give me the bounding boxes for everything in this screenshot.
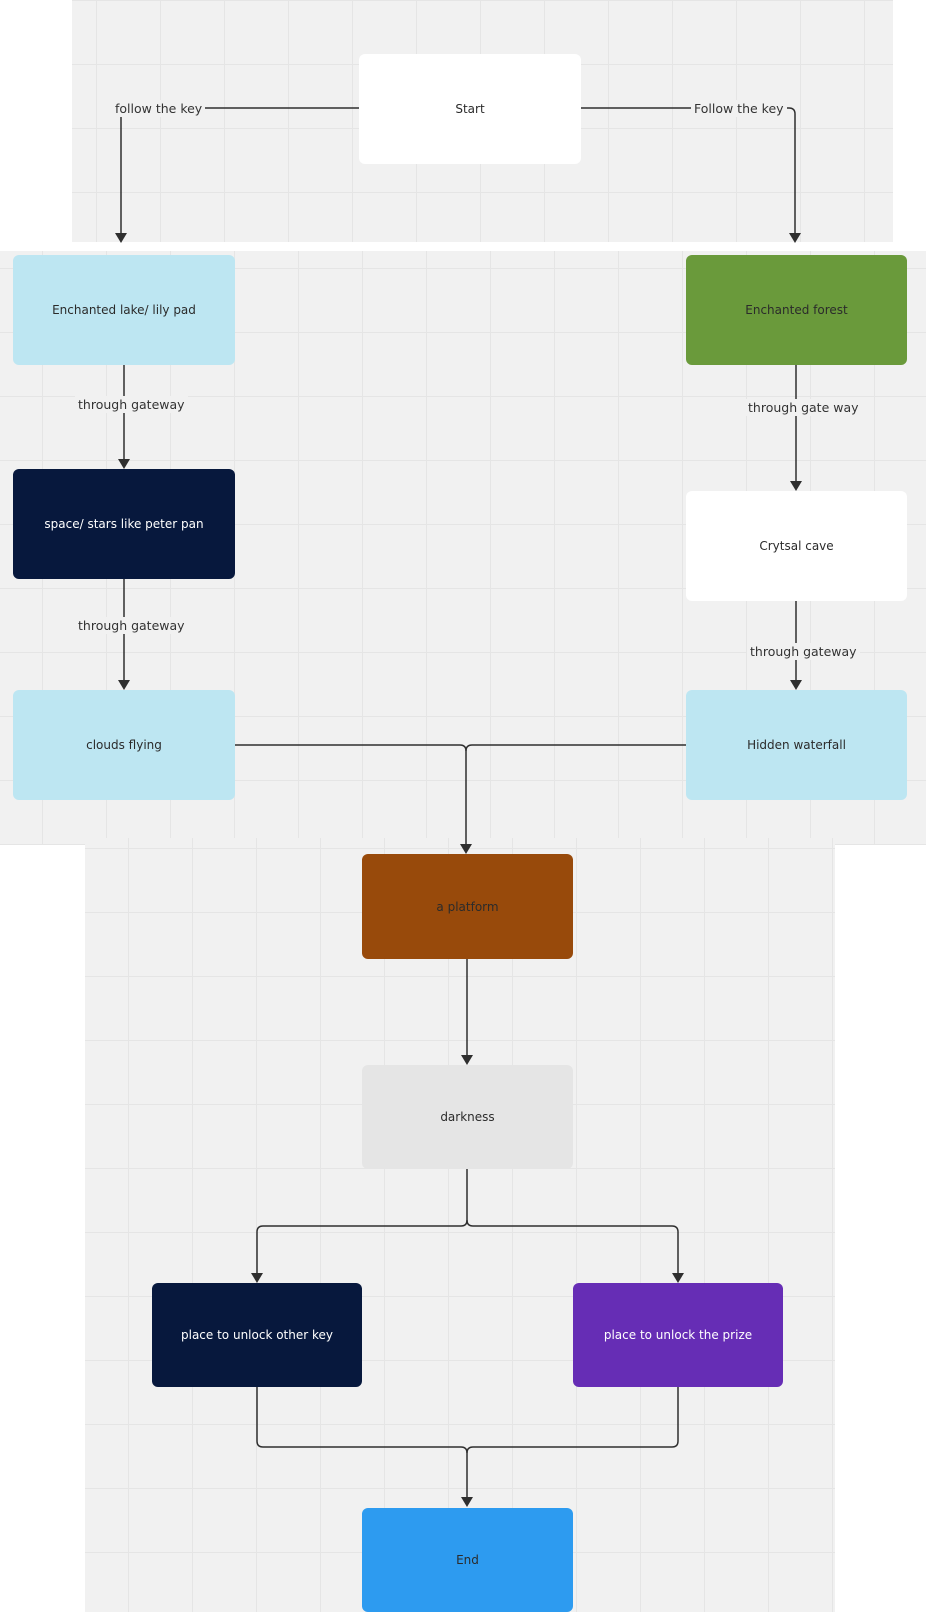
connector-start-forest (581, 107, 796, 233)
node-enchanted-forest[interactable]: Enchanted forest (686, 255, 907, 365)
arrowhead (251, 1273, 263, 1283)
edge-label-lake-space: through gateway (75, 396, 188, 413)
arrowhead (460, 844, 472, 854)
node-start[interactable]: Start (359, 54, 581, 164)
node-hidden-waterfall[interactable]: Hidden waterfall (686, 690, 907, 800)
edge-label-start-lake: follow the key (112, 100, 206, 117)
edge-label-cave-waterfall: through gateway (747, 643, 860, 660)
arrowhead (789, 233, 801, 243)
node-space-stars[interactable]: space/ stars like peter pan (13, 469, 235, 579)
arrowhead (790, 680, 802, 690)
node-unlock-key[interactable]: place to unlock other key (152, 1283, 362, 1387)
node-unlock-prize[interactable]: place to unlock the prize (573, 1283, 783, 1387)
node-end[interactable]: End (362, 1508, 573, 1612)
node-enchanted-lake[interactable]: Enchanted lake/ lily pad (13, 255, 235, 365)
canvas-panel-bottom (85, 838, 835, 1612)
arrowhead (461, 1055, 473, 1065)
connector-waterfall-platform (465, 744, 686, 752)
connector-unlock-key-end (256, 1387, 468, 1497)
arrowhead (461, 1497, 473, 1507)
connector-darkness-unlock-prize (466, 1219, 679, 1273)
arrowhead (790, 481, 802, 491)
connector-unlock-prize-end (466, 1387, 679, 1454)
arrowhead (115, 233, 127, 243)
edge-label-forest-cave: through gate way (745, 399, 862, 416)
arrowhead (672, 1273, 684, 1283)
connector-darkness-unlock-key (256, 1169, 468, 1273)
edge-label-start-forest: Follow the key (691, 100, 787, 117)
node-clouds-flying[interactable]: clouds flying (13, 690, 235, 800)
edge-label-space-clouds: through gateway (75, 617, 188, 634)
node-crystal-cave[interactable]: Crytsal cave (686, 491, 907, 601)
arrowhead (118, 459, 130, 469)
arrowhead (118, 680, 130, 690)
connector-clouds-platform (234, 744, 467, 844)
node-darkness[interactable]: darkness (362, 1065, 573, 1169)
node-platform[interactable]: a platform (362, 854, 573, 959)
